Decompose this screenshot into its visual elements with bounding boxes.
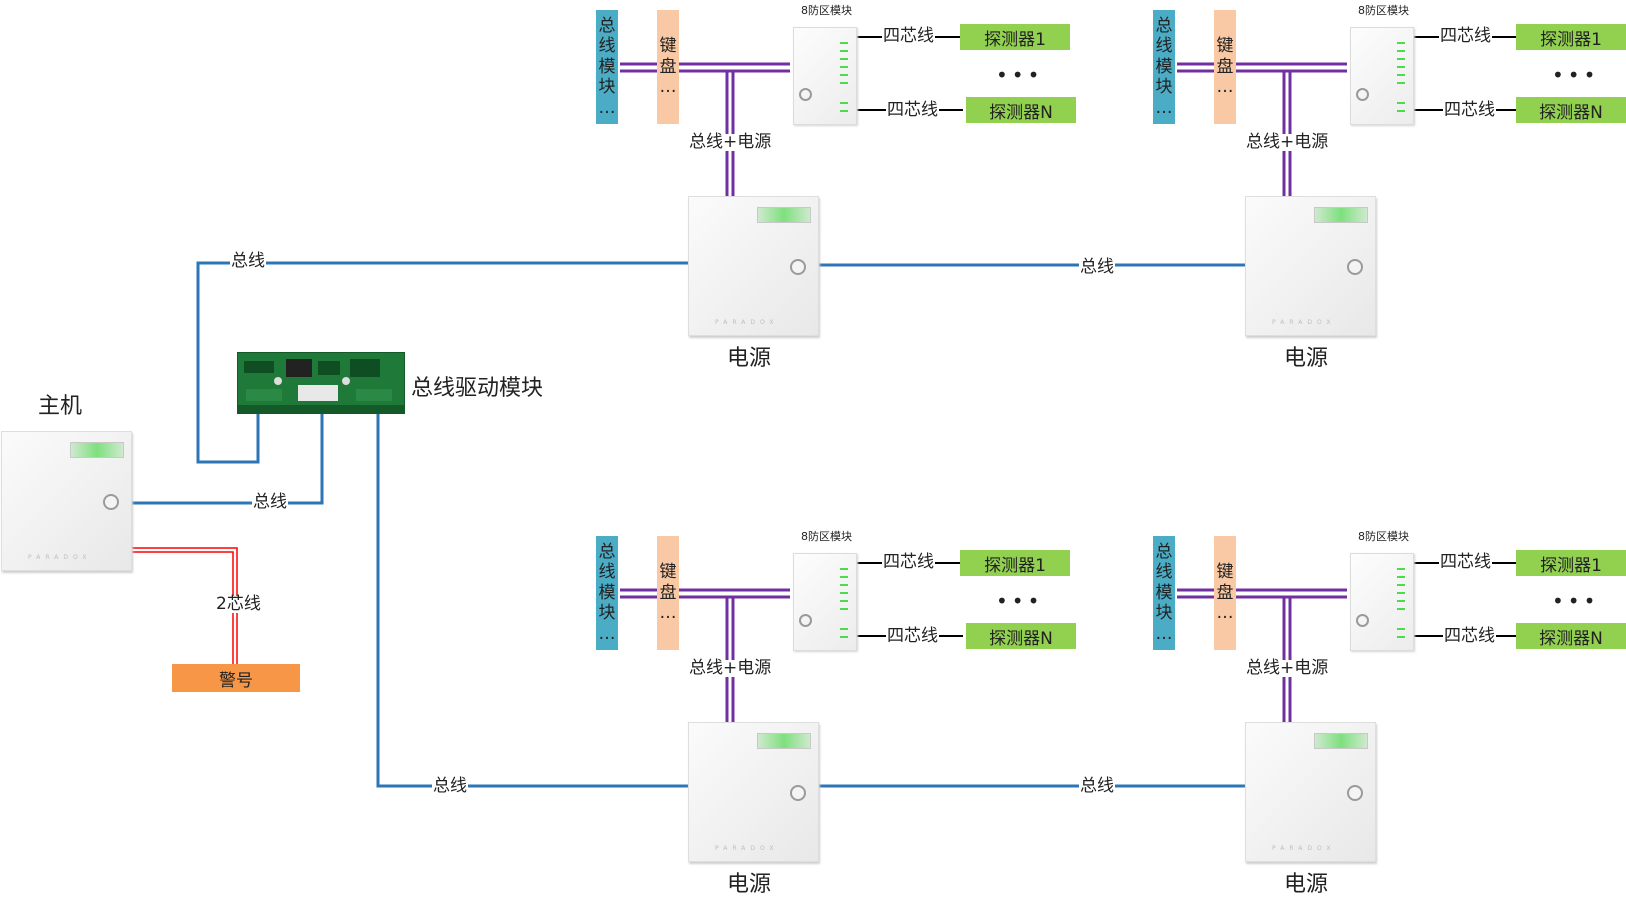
zone-module-label: 8防区模块 [1358, 530, 1409, 543]
bus-power-line-br [1177, 588, 1347, 722]
detector-n: 探测器N [966, 623, 1076, 649]
power-label: 电源 [1284, 346, 1329, 371]
bus-label-bottom-chain: 总线 [1079, 776, 1115, 796]
detector-ellipsis: ••• [1552, 589, 1600, 613]
power-lock-icon [790, 785, 806, 801]
detector-n: 探测器N [966, 97, 1076, 123]
bus-power-line-tr [1177, 62, 1347, 196]
bus-module-bar: 总 线 模 块 … [1153, 536, 1175, 650]
bus-power-line-tl [620, 62, 790, 196]
bus-power-label: 总线+电源 [1245, 132, 1330, 152]
two-core-line-a [130, 547, 238, 664]
four-core-label-n: 四芯线 [886, 626, 939, 646]
bus-label-top-chain: 总线 [1079, 257, 1115, 277]
power-label: 电源 [727, 346, 772, 371]
power-supply-panel: PARADOX [688, 196, 819, 336]
four-core-label-n: 四芯线 [886, 100, 939, 120]
bus-label-host: 总线 [252, 492, 288, 512]
bus-driver-board [237, 352, 405, 414]
detector-ellipsis: ••• [1552, 63, 1600, 87]
power-lock-icon [1347, 785, 1363, 801]
keypad-bar: 键 盘 … [657, 536, 679, 650]
power-lock-icon [1347, 259, 1363, 275]
four-core-label-1: 四芯线 [882, 552, 935, 572]
detector-ellipsis: ••• [996, 589, 1044, 613]
host-lock-icon [103, 494, 119, 510]
tamper-icon [799, 614, 812, 627]
zone-module-label: 8防区模块 [801, 530, 852, 543]
two-core-line-b [130, 551, 234, 664]
bus-label-bottom-left: 总线 [432, 776, 468, 796]
bus-module-bar: 总 线 模 块 … [596, 10, 618, 124]
bus-label-top-left: 总线 [230, 251, 266, 271]
bus-module-bar: 总 线 模 块 … [596, 536, 618, 650]
tamper-icon [1356, 614, 1369, 627]
four-core-label-1: 四芯线 [882, 26, 935, 46]
bus-module-bar: 总 线 模 块 … [1153, 10, 1175, 124]
detector-1: 探测器1 [1516, 550, 1626, 576]
detector-1: 探测器1 [1516, 24, 1626, 50]
detector-n: 探测器N [1516, 623, 1626, 649]
alarm-siren: 警号 [172, 664, 300, 692]
keypad-bar: 键 盘 … [1214, 10, 1236, 124]
power-label: 电源 [1284, 872, 1329, 897]
zone-module-label: 8防区模块 [801, 4, 852, 17]
zone-module-device [793, 27, 857, 125]
two-core-label: 2芯线 [215, 594, 262, 614]
bus-power-label: 总线+电源 [688, 658, 773, 678]
bus-line-driver-to-bottom-power [376, 405, 688, 788]
host-panel: PARADOX [1, 431, 132, 571]
power-lock-icon [790, 259, 806, 275]
detector-1: 探测器1 [960, 550, 1070, 576]
circuit-board-icon [238, 359, 404, 413]
detector-n: 探测器N [1516, 97, 1626, 123]
power-supply-panel: PARADOX [688, 722, 819, 862]
bus-driver-label: 总线驱动模块 [411, 376, 544, 401]
power-label: 电源 [727, 872, 772, 897]
host-label: 主机 [38, 394, 83, 419]
zone-module-device [793, 553, 857, 651]
keypad-bar: 键 盘 … [657, 10, 679, 124]
power-supply-panel: PARADOX [1245, 722, 1376, 862]
power-supply-panel: PARADOX [1245, 196, 1376, 336]
detector-1: 探测器1 [960, 24, 1070, 50]
zone-module-device [1350, 27, 1414, 125]
keypad-bar: 键 盘 … [1214, 536, 1236, 650]
zone-module-label: 8防区模块 [1358, 4, 1409, 17]
bus-line-host-to-driver [132, 405, 324, 505]
four-core-label-1: 四芯线 [1439, 552, 1492, 572]
tamper-icon [799, 88, 812, 101]
tamper-icon [1356, 88, 1369, 101]
zone-module-device [1350, 553, 1414, 651]
bus-power-label: 总线+电源 [688, 132, 773, 152]
four-core-label-n: 四芯线 [1443, 100, 1496, 120]
bus-power-line-bl [620, 588, 790, 722]
four-core-label-n: 四芯线 [1443, 626, 1496, 646]
bus-power-label: 总线+电源 [1245, 658, 1330, 678]
detector-ellipsis: ••• [996, 63, 1044, 87]
four-core-label-1: 四芯线 [1439, 26, 1492, 46]
bus-line-driver-to-top-power [196, 261, 688, 464]
